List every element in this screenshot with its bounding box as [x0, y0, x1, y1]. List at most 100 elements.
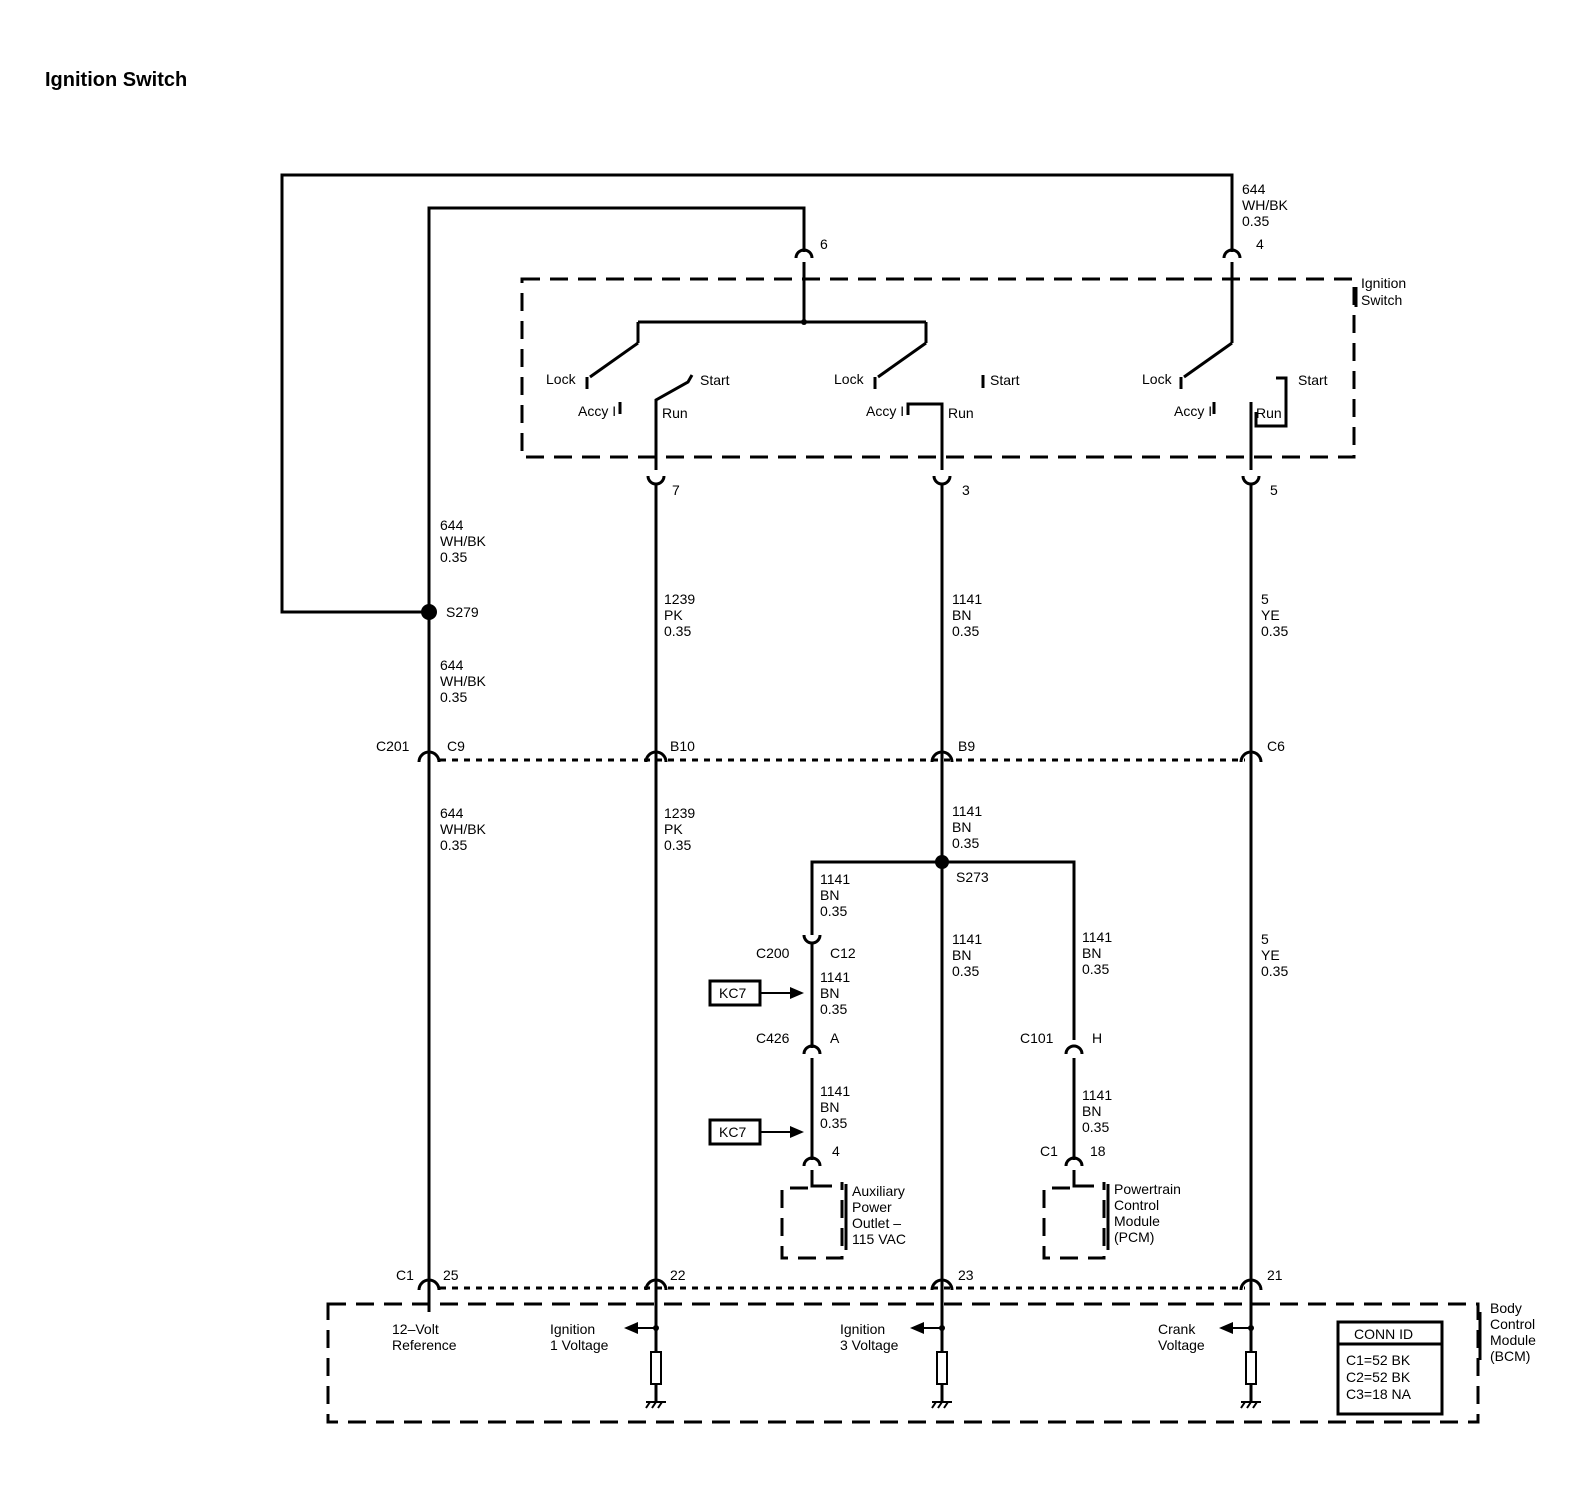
svg-text:Control: Control — [1490, 1316, 1535, 1332]
pcm-label: Powertrain Control Module (PCM) — [1106, 1181, 1181, 1250]
svg-text:1141: 1141 — [1082, 929, 1112, 945]
switch-1-lock-label: Lock — [546, 371, 577, 387]
c201-pin-b9: B9 — [958, 738, 975, 754]
switch-1-accy-label: Accy I — [578, 403, 616, 419]
bcm-pin-23: 23 — [958, 1267, 974, 1283]
bcm-c1-connector-symbols — [417, 1278, 1263, 1312]
ignition-switch-label: Ignition Switch — [1354, 275, 1406, 308]
svg-text:0.35: 0.35 — [952, 963, 979, 979]
kc7-arrow-2 — [760, 1126, 804, 1138]
splice-s279 — [421, 604, 437, 620]
wire-label-644-a: 644 WH/BK 0.35 — [440, 517, 487, 565]
bcm-12v-reference: 12–Volt Reference — [392, 1321, 457, 1353]
wire-label-1141-f: 1141 BN 0.35 — [820, 969, 850, 1017]
pin-3-connector — [932, 475, 952, 486]
svg-text:0.35: 0.35 — [440, 689, 467, 705]
switch-2-start-label: Start — [990, 372, 1020, 388]
c426-pin-a: A — [830, 1030, 840, 1046]
bcm-ignition-1-label: Ignition 1 Voltage — [550, 1321, 609, 1353]
conn-id-line-2: C2=52 BK — [1346, 1369, 1411, 1385]
wire-label-1141-g: 1141 BN 0.35 — [820, 1083, 850, 1131]
switch-1-start-label: Start — [700, 372, 730, 388]
c201-connector-symbols — [417, 750, 1263, 763]
splice-s273 — [935, 855, 949, 869]
aux-power-outlet-box — [780, 1182, 844, 1260]
svg-text:1141: 1141 — [952, 591, 982, 607]
c201-label: C201 — [376, 738, 410, 754]
switch-3-lock-label: Lock — [1142, 371, 1173, 387]
c426-label: C426 — [756, 1030, 790, 1046]
svg-text:0.35: 0.35 — [664, 623, 691, 639]
wire-label-1141-a: 1141 BN 0.35 — [952, 591, 982, 639]
bcm-crank-label: Crank Voltage — [1158, 1321, 1205, 1353]
wire-label-5-ye-a: 5 YE 0.35 — [1261, 591, 1288, 639]
svg-text:1141: 1141 — [820, 969, 850, 985]
svg-text:WH/BK: WH/BK — [440, 533, 487, 549]
c200-pin-c12: C12 — [830, 945, 856, 961]
wire-label-1141-h: 1141 BN 0.35 — [1082, 1087, 1112, 1135]
wire-label-1239-b: 1239 PK 0.35 — [664, 805, 695, 853]
svg-text:1141: 1141 — [1082, 1087, 1112, 1103]
switch-1-run-label: Run — [662, 405, 688, 421]
c201-pin-b10: B10 — [670, 738, 695, 754]
pin-5-connector — [1241, 475, 1261, 486]
wire-644-pin6-feed — [427, 206, 806, 612]
svg-text:1141: 1141 — [820, 871, 850, 887]
svg-text:BN: BN — [820, 985, 839, 1001]
svg-text:115 VAC: 115 VAC — [852, 1231, 906, 1247]
svg-text:BN: BN — [1082, 945, 1101, 961]
switch-3-blade — [1183, 341, 1233, 379]
pin-7-connector — [646, 475, 666, 486]
bcm-c1-label: C1 — [396, 1267, 414, 1283]
svg-text:WH/BK: WH/BK — [440, 821, 487, 837]
pcm-box — [1042, 1182, 1106, 1260]
wire-label-644-c: 644 WH/BK 0.35 — [440, 805, 487, 853]
svg-text:(PCM): (PCM) — [1114, 1229, 1154, 1245]
svg-text:Body: Body — [1490, 1300, 1522, 1316]
conn-id-header: CONN ID — [1354, 1326, 1413, 1342]
svg-text:Ignition: Ignition — [840, 1321, 885, 1337]
svg-text:0.35: 0.35 — [664, 837, 691, 853]
switch-3-start-contact — [1254, 376, 1288, 428]
svg-text:PK: PK — [664, 607, 683, 623]
svg-text:3 Voltage: 3 Voltage — [840, 1337, 899, 1353]
svg-text:Control: Control — [1114, 1197, 1159, 1213]
c101-connector — [1064, 1044, 1084, 1074]
bcm-ignition-3-label: Ignition 3 Voltage — [840, 1321, 899, 1353]
c200-connector — [802, 934, 822, 1048]
wire-label-1239-a: 1239 PK 0.35 — [664, 591, 695, 639]
svg-text:0.35: 0.35 — [952, 835, 979, 851]
bcm-pin-22: 22 — [670, 1267, 686, 1283]
svg-text:0.35: 0.35 — [952, 623, 979, 639]
c426-connector — [802, 1044, 822, 1074]
switch-3-run-label: Run — [1256, 405, 1282, 421]
bcm-box — [326, 1302, 1480, 1424]
svg-text:644: 644 — [440, 805, 464, 821]
c201-pin-c9: C9 — [447, 738, 465, 754]
switch-2-blade — [877, 341, 927, 379]
pin-6-label: 6 — [820, 236, 828, 252]
c200-label: C200 — [756, 945, 790, 961]
svg-text:Ignition: Ignition — [550, 1321, 595, 1337]
svg-text:Ignition: Ignition — [1361, 275, 1406, 291]
pcm-pin-18-label: 18 — [1090, 1143, 1106, 1159]
svg-text:Reference: Reference — [392, 1337, 457, 1353]
wire-label-5-ye-b: 5 YE 0.35 — [1261, 931, 1288, 979]
svg-text:1239: 1239 — [664, 591, 695, 607]
svg-text:BN: BN — [820, 887, 839, 903]
svg-text:Module: Module — [1490, 1332, 1536, 1348]
svg-text:644: 644 — [440, 657, 464, 673]
svg-text:0.35: 0.35 — [1082, 1119, 1109, 1135]
svg-text:YE: YE — [1261, 607, 1280, 623]
bcm-crank-circuit — [1219, 1312, 1261, 1409]
pin-4-label: 4 — [1256, 236, 1264, 252]
svg-text:1141: 1141 — [952, 803, 982, 819]
svg-text:BN: BN — [952, 607, 971, 623]
svg-text:(BCM): (BCM) — [1490, 1348, 1530, 1364]
c101-label: C101 — [1020, 1030, 1054, 1046]
svg-text:BN: BN — [952, 947, 971, 963]
aux-power-outlet-label: Auxiliary Power Outlet – 115 VAC — [844, 1183, 906, 1250]
switch-1-blade — [589, 341, 639, 379]
svg-text:Auxiliary: Auxiliary — [852, 1183, 905, 1199]
